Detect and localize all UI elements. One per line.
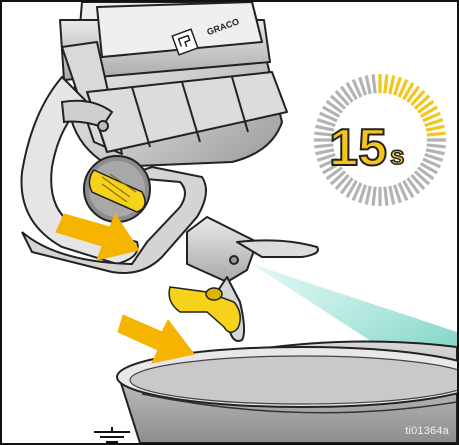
timer-tick-highlighted [427, 133, 446, 135]
timer-tick [426, 150, 445, 154]
timer-tick [385, 187, 387, 206]
timer-tick-highlighted [426, 126, 445, 130]
timer-tick-highlighted [385, 74, 387, 93]
arrow-icon [118, 315, 194, 363]
timer-tick [373, 74, 375, 93]
figure-id: ti01364a [405, 425, 449, 437]
timer-tick [373, 187, 375, 206]
timer-number: 15 [329, 119, 387, 177]
timer-tick [390, 186, 394, 205]
timer-tick [366, 75, 370, 94]
ground-symbol-icon [94, 427, 130, 442]
inset-detail [84, 156, 150, 222]
timer-tick-highlighted [390, 75, 394, 94]
spray-gun-body: GRACO [60, 2, 287, 167]
spray-tip-assembly [187, 217, 318, 341]
timer-unit: s [390, 140, 404, 170]
timer-tick [366, 186, 370, 205]
timer-tick [427, 145, 446, 147]
